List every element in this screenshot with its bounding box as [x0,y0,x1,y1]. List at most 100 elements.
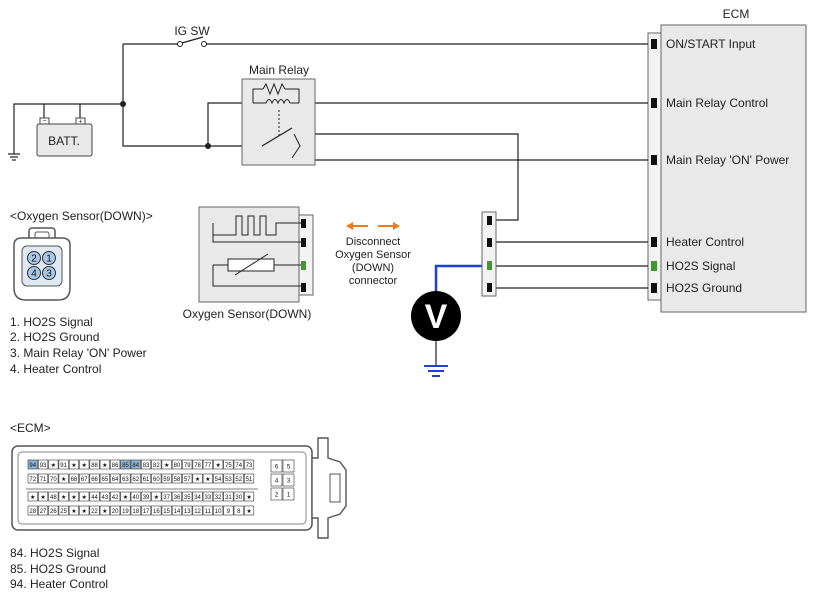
ecm-connector-pin [141,491,152,502]
ground-symbol [8,153,20,161]
ecm-connector-pin [192,473,203,484]
ecm-connector-pin [161,459,172,470]
ecm-connector-side-pin [270,473,283,487]
battery-ground-wire [13,103,123,150]
ecm-pin-terminal [651,98,657,108]
battery-label: BATT. [48,134,80,148]
ecm-connector-pin-label: 67 [81,477,88,483]
ecm-connector-side-label: 2 [275,493,279,499]
ecm-connector-pin [223,473,234,484]
sensor-pin-number: 1 [46,254,52,265]
ecm-connector-pin-label: 63 [122,477,129,483]
sensor-pin [27,251,41,265]
ecm-connector-pin-label: 66 [91,477,98,483]
ecm-connector-pin-label: 25 [60,509,67,515]
sensor-pin-number: 2 [31,254,37,265]
ecm-connector-pin-label: 60 [153,477,160,483]
ecm-connector-pin-label: 15 [163,509,170,515]
ecm-connector-pin-label: 8 [237,509,241,515]
ecm-connector-side-pin [270,459,283,473]
ecm-pin-label: HO2S Ground [666,281,742,295]
ecm-pin-strip [647,32,662,301]
sensor-pin [27,266,41,280]
ecm-connector-pin-label: 79 [184,463,191,469]
ecm-connector-pin [130,459,141,470]
ecm-connector-pin-label: ★ [215,462,220,469]
ecm-connector-pin [244,505,255,516]
ecm-connector-pin-label: 30 [235,495,242,501]
disconnect-note: Disconnect Oxygen Sensor (DOWN) connecto… [335,222,411,287]
ecm-connector-pin [182,505,193,516]
ecm-connector-pin-label: 59 [163,477,170,483]
ecm-connector-side-label: 3 [287,479,291,485]
ecm-connector-pin-label: 70 [50,477,57,483]
ecm-connector-pin-label: ★ [246,494,251,501]
oxygen-sensor-caption: Oxygen Sensor(DOWN) [183,307,312,321]
ecm-connector-pin-label: 91 [60,463,67,469]
ecm-connector-pin [48,459,59,470]
ecm-connector-pin-label: 86 [112,463,119,469]
ecm-connector-pin-label: 61 [143,477,150,483]
ecm-connector-pin [141,473,152,484]
ecm-connector-pin [213,505,224,516]
ecm-connector-pin-label: ★ [71,508,76,515]
ecm-connector-pin-label: ★ [102,462,107,469]
ecm-legend-item: 94. Heater Control [10,577,108,591]
svg-text:+: + [78,119,82,126]
disconnect-line-3: (DOWN) [352,262,394,274]
ecm-connector-pin [151,491,162,502]
ecm-connector-pin-label: 84 [132,463,139,469]
ecm-connector-pin-label: 93 [40,463,47,469]
ecm-connector-pin-label: 85 [122,463,129,469]
ecm-connector-pin [161,505,172,516]
ecm-connector-pin [79,473,90,484]
ecm-connector-pin [37,473,49,484]
sensor-pin-number: 3 [46,269,52,280]
sensor-legend-item: 1. HO2S Signal [10,315,93,329]
ecm-connector-pin-label: 26 [50,509,57,515]
ecm-connector-pin [182,473,193,484]
ecm-connector-pin-label: ★ [51,462,56,469]
ecm-pin-label: Main Relay Control [666,96,768,110]
ecm-connector-pin [223,459,234,470]
ecm-connector-pin-label: 73 [246,463,253,469]
disconnect-line-2: Oxygen Sensor [335,249,411,261]
ecm-connector-pin-label: 51 [246,477,253,483]
ecm-connector-pin-label: ★ [82,462,87,469]
ecm-connector-pin [171,491,182,502]
ecm-connector-pin [68,473,79,484]
svg-text:−: − [42,118,46,125]
ecm-connector-pin [151,459,162,470]
sensor-pin-number: 4 [31,269,37,280]
oxygen-sensor: Oxygen Sensor(DOWN) [183,206,314,321]
harness-connector [481,211,497,297]
ecm-connector-pin-label: 39 [143,495,150,501]
ecm-connector-pin-label: 10 [215,509,222,515]
ecm-connector-pin-label: ★ [123,494,128,501]
ecm-pin-label: HO2S Signal [666,259,735,273]
ecm-connector-side-label: 6 [275,465,279,471]
ecm-connector-pin [202,491,213,502]
ecm-connector-pin-label: 82 [153,463,160,469]
ig-switch: IG SW [174,24,210,47]
ecm-connector-pin [89,505,100,516]
ecm-connector-pin [89,473,100,484]
ecm-pin-terminal [651,155,657,165]
ecm-connector-pin [171,473,182,484]
ecm-connector-pin-label: ★ [205,476,210,483]
ecm-connector-pin [99,459,110,470]
ecm-connector-pin [244,473,255,484]
ecm-connector-pin [99,473,110,484]
ecm-legend-item: 85. HO2S Ground [10,562,106,576]
ecm-pin-terminal [651,237,657,247]
ecm-connector-pin-label: 74 [235,463,242,469]
ecm-connector-pin-label: 16 [153,509,160,515]
ecm-connector-pin [120,459,131,470]
ecm-connector-pin-label: 28 [29,509,36,515]
sensor-legend-item: 3. Main Relay 'ON' Power [10,346,147,360]
ecm-connector-pin [192,459,203,470]
ecm-connector-pin [213,491,224,502]
